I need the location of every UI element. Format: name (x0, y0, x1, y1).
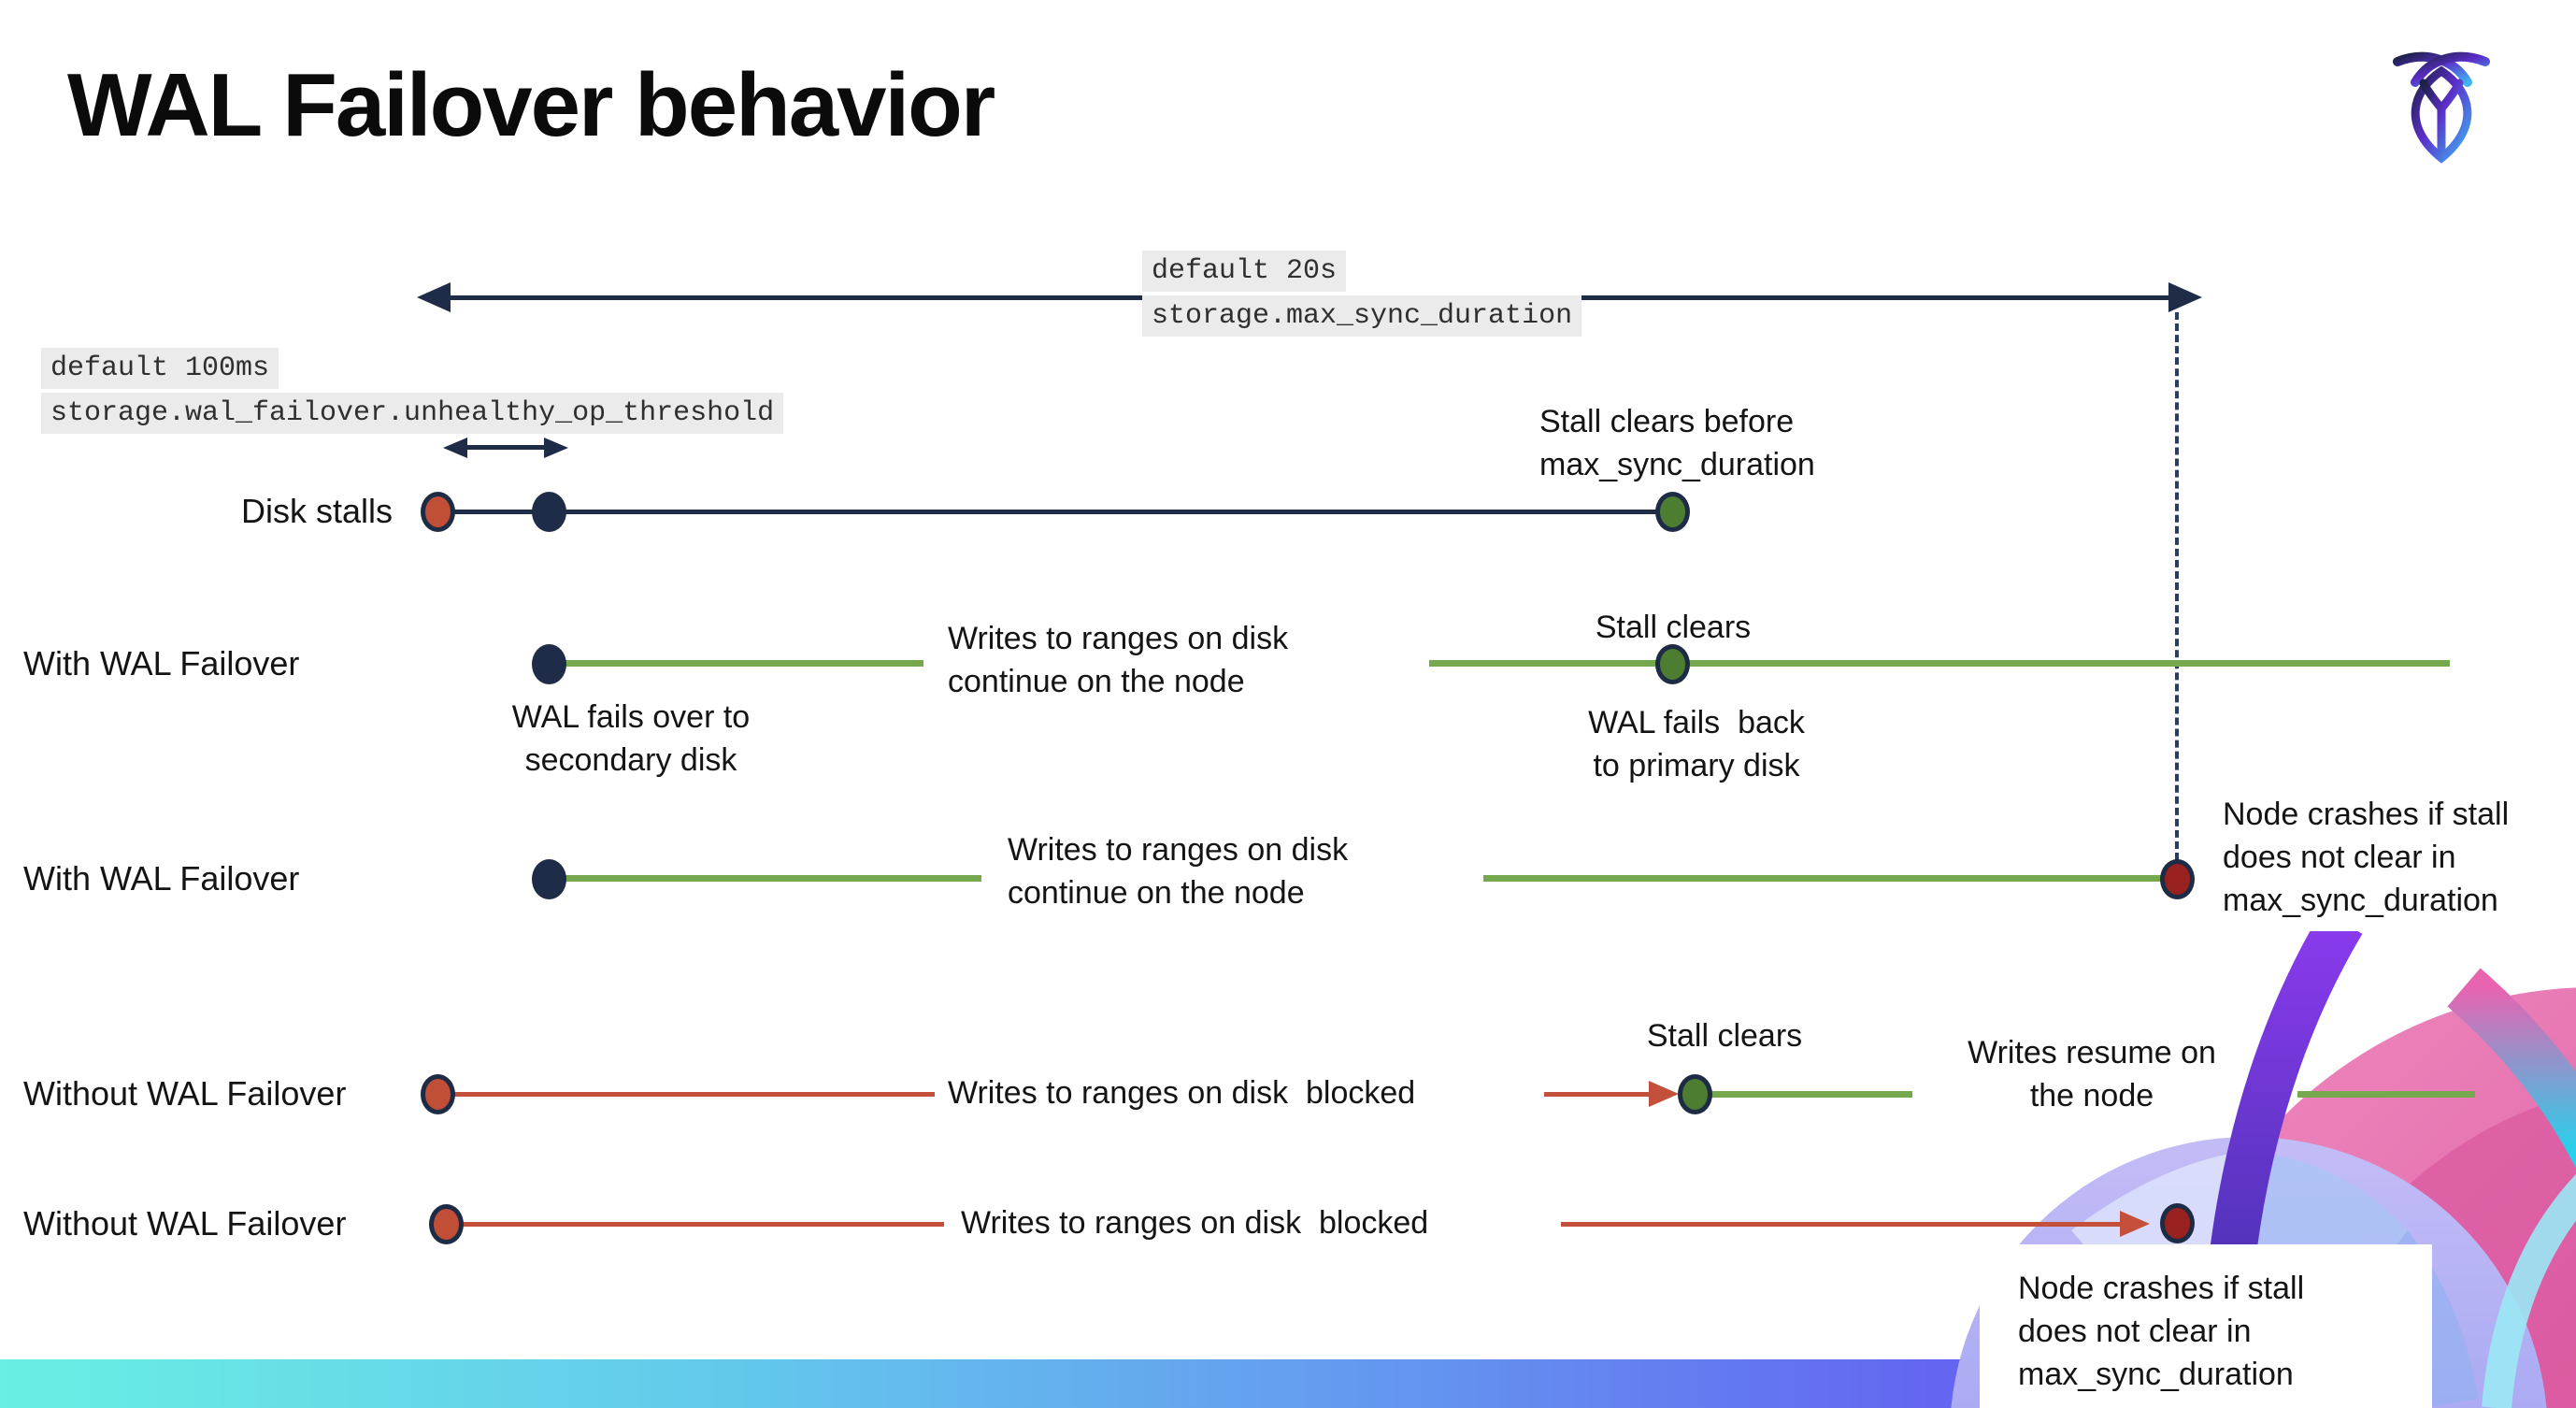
stall-clears-dot-3 (1678, 1074, 1712, 1114)
writes-resume-line-b (2297, 1091, 2475, 1098)
failback-note: WAL fails back to primary disk (1588, 705, 1805, 783)
row-label-with-wal-failover-1: With WAL Failover (23, 644, 300, 682)
stall-clears-dot (1655, 492, 1690, 532)
arrowhead-right-icon (2168, 282, 2202, 312)
writes-blocked-line-1b (1544, 1092, 1654, 1097)
writes-resume-line-a (1710, 1091, 1912, 1098)
row-label-with-wal-failover-2: With WAL Failover (23, 859, 300, 898)
node-crash-box: Node crashes if stall does not clear in … (1980, 1244, 2432, 1408)
writes-continue-line-1b (1429, 660, 2450, 667)
arrowhead-left-small-icon (443, 438, 467, 458)
node-crash-note-1: Node crashes if stall does not clear in … (2223, 797, 2510, 918)
unhealthy-op-setting-chip: storage.wal_failover.unhealthy_op_thresh… (41, 393, 784, 434)
art-cyan-arc (2447, 968, 2576, 1169)
writes-blocked-line-2a (463, 1222, 944, 1227)
writes-continue-line-1a (565, 660, 923, 667)
failover-note: WAL fails over to secondary disk (511, 699, 751, 778)
stall-clears-label-1: Stall clears (1595, 610, 1752, 645)
disk-stall-dot-3 (421, 1074, 455, 1114)
max-sync-duration-callout: default 20s storage.max_sync_duration (1142, 251, 1582, 340)
arrowhead-right-small-icon (544, 438, 568, 458)
node-crash-note-2: Node crashes if stall does not clear in … (2018, 1271, 2305, 1392)
threshold-reached-dot (532, 492, 566, 532)
unhealthy-op-span-line (465, 445, 546, 450)
failover-start-dot (532, 644, 566, 684)
art-cyan-inner-arc (2482, 1173, 2576, 1408)
node-crash-dot-2 (2160, 1203, 2195, 1243)
unhealthy-op-threshold-callout: default 100ms storage.wal_failover.unhea… (41, 348, 784, 438)
node-crash-dot-1 (2160, 859, 2195, 899)
row-label-without-wal-failover-1: Without WAL Failover (23, 1074, 347, 1113)
disk-stall-dot-4 (429, 1204, 464, 1244)
page-title: WAL Failover behavior (67, 55, 995, 155)
writes-resume-note: Writes resume on the node (1968, 1035, 2216, 1113)
writes-continue-note-2: Writes to ranges on disk continue on the… (1008, 832, 1349, 911)
disk-stalls-timeline (454, 510, 1672, 514)
writes-continue-line-2a (565, 875, 981, 882)
unhealthy-op-default-chip: default 100ms (41, 348, 279, 389)
writes-blocked-note-1: Writes to ranges on disk blocked (948, 1075, 1416, 1111)
arrowhead-left-icon (417, 282, 451, 312)
row-label-disk-stalls: Disk stalls (240, 492, 393, 530)
writes-continue-note-1: Writes to ranges on disk continue on the… (948, 621, 1289, 699)
red-arrowhead-2-icon (2120, 1211, 2150, 1237)
stall-clears-before-note: Stall clears before max_sync_duration (1539, 404, 1815, 482)
writes-blocked-line-2b (1561, 1222, 2125, 1227)
failback-dot (1655, 644, 1690, 684)
red-arrowhead-1-icon (1649, 1081, 1679, 1107)
max-sync-default-chip: default 20s (1142, 251, 1347, 292)
failover-start-dot-2 (532, 859, 566, 899)
writes-blocked-line-1a (454, 1092, 935, 1097)
max-sync-setting-chip: storage.max_sync_duration (1142, 295, 1582, 337)
stall-clears-label-3: Stall clears (1646, 1018, 1803, 1054)
writes-blocked-note-2: Writes to ranges on disk blocked (961, 1205, 1429, 1241)
disk-stall-start-dot (421, 492, 455, 532)
row-label-without-wal-failover-2: Without WAL Failover (23, 1204, 347, 1243)
writes-continue-line-2b (1483, 875, 2165, 882)
cockroachdb-logo-icon (2393, 51, 2490, 164)
max-sync-deadline-dashed-line (2175, 312, 2179, 860)
